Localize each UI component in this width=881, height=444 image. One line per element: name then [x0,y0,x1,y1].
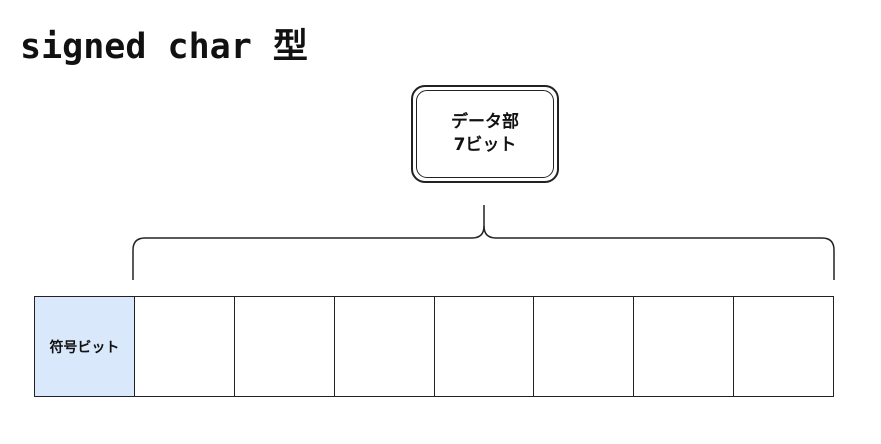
data-bit-cell [334,297,435,396]
sign-bit-cell: 符号ビット [35,297,135,396]
data-bit-cell [734,297,833,396]
data-bit-cell [234,297,335,396]
data-part-bits-label: 7ビット [453,135,517,155]
data-part-callout-inner: データ部 7ビット [416,90,554,178]
data-part-callout: データ部 7ビット [411,85,559,183]
data-bit-cell [134,297,235,396]
data-bit-cell [634,297,735,396]
data-part-label: データ部 [451,112,519,133]
data-bit-cell [434,297,535,396]
bit-row: 符号ビット [34,296,834,397]
data-bit-cell [534,297,635,396]
brace-stem [132,205,485,280]
brace-right [483,225,835,280]
page-title: signed char 型 [20,27,308,67]
